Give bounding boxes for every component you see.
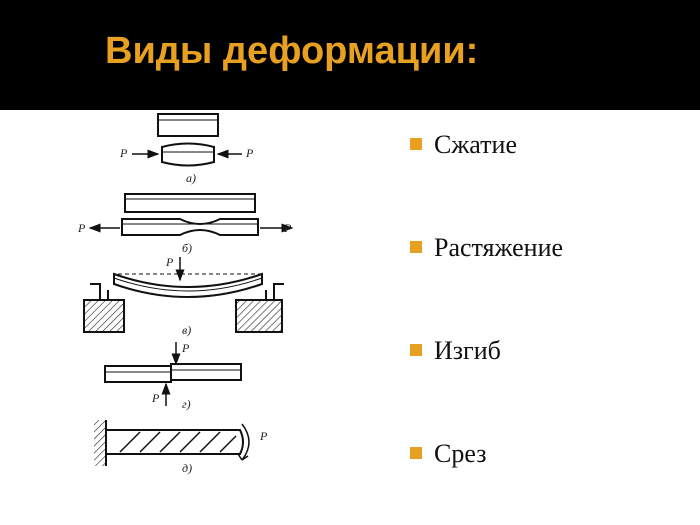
part-label-b: б) [182,241,192,255]
bullet-square-icon [410,344,422,356]
title-bar [0,0,700,110]
shear-sketch: P P г) [104,341,242,411]
list-item-label: Срез [434,439,487,468]
force-label-b-right: P [283,221,292,235]
torsion-sketch: P д) [94,420,268,475]
bending-sketch: P в) [83,255,284,337]
part-label-c: в) [182,323,191,337]
tension-sketch: P P б) [77,193,294,255]
force-label-c: P [165,255,174,269]
title-bar-edge-right [312,100,700,110]
list-item-label: Сжатие [434,130,517,159]
compression-sketch: P P а) [119,113,254,185]
part-label-a: а) [186,171,196,185]
force-label-a-right: P [245,146,254,160]
part-label-e: д) [182,461,192,475]
bullet-square-icon [410,447,422,459]
list-item-label: Растяжение [434,233,564,262]
force-label-d-top: P [181,341,190,355]
deformation-diagram: P P а) P P б) P в) P P г) [77,113,294,475]
force-label-b-left: P [77,221,86,235]
force-label-d-bottom: P [151,391,160,405]
force-label-a-left: P [119,146,128,160]
bullet-square-icon [410,241,422,253]
force-label-e: P [259,429,268,443]
slide-title: Виды деформации: [105,30,479,72]
list-item-label: Изгиб [434,336,501,365]
bullet-square-icon [410,138,422,150]
title-bar-edge-left [0,100,62,110]
part-label-d: г) [182,397,191,411]
